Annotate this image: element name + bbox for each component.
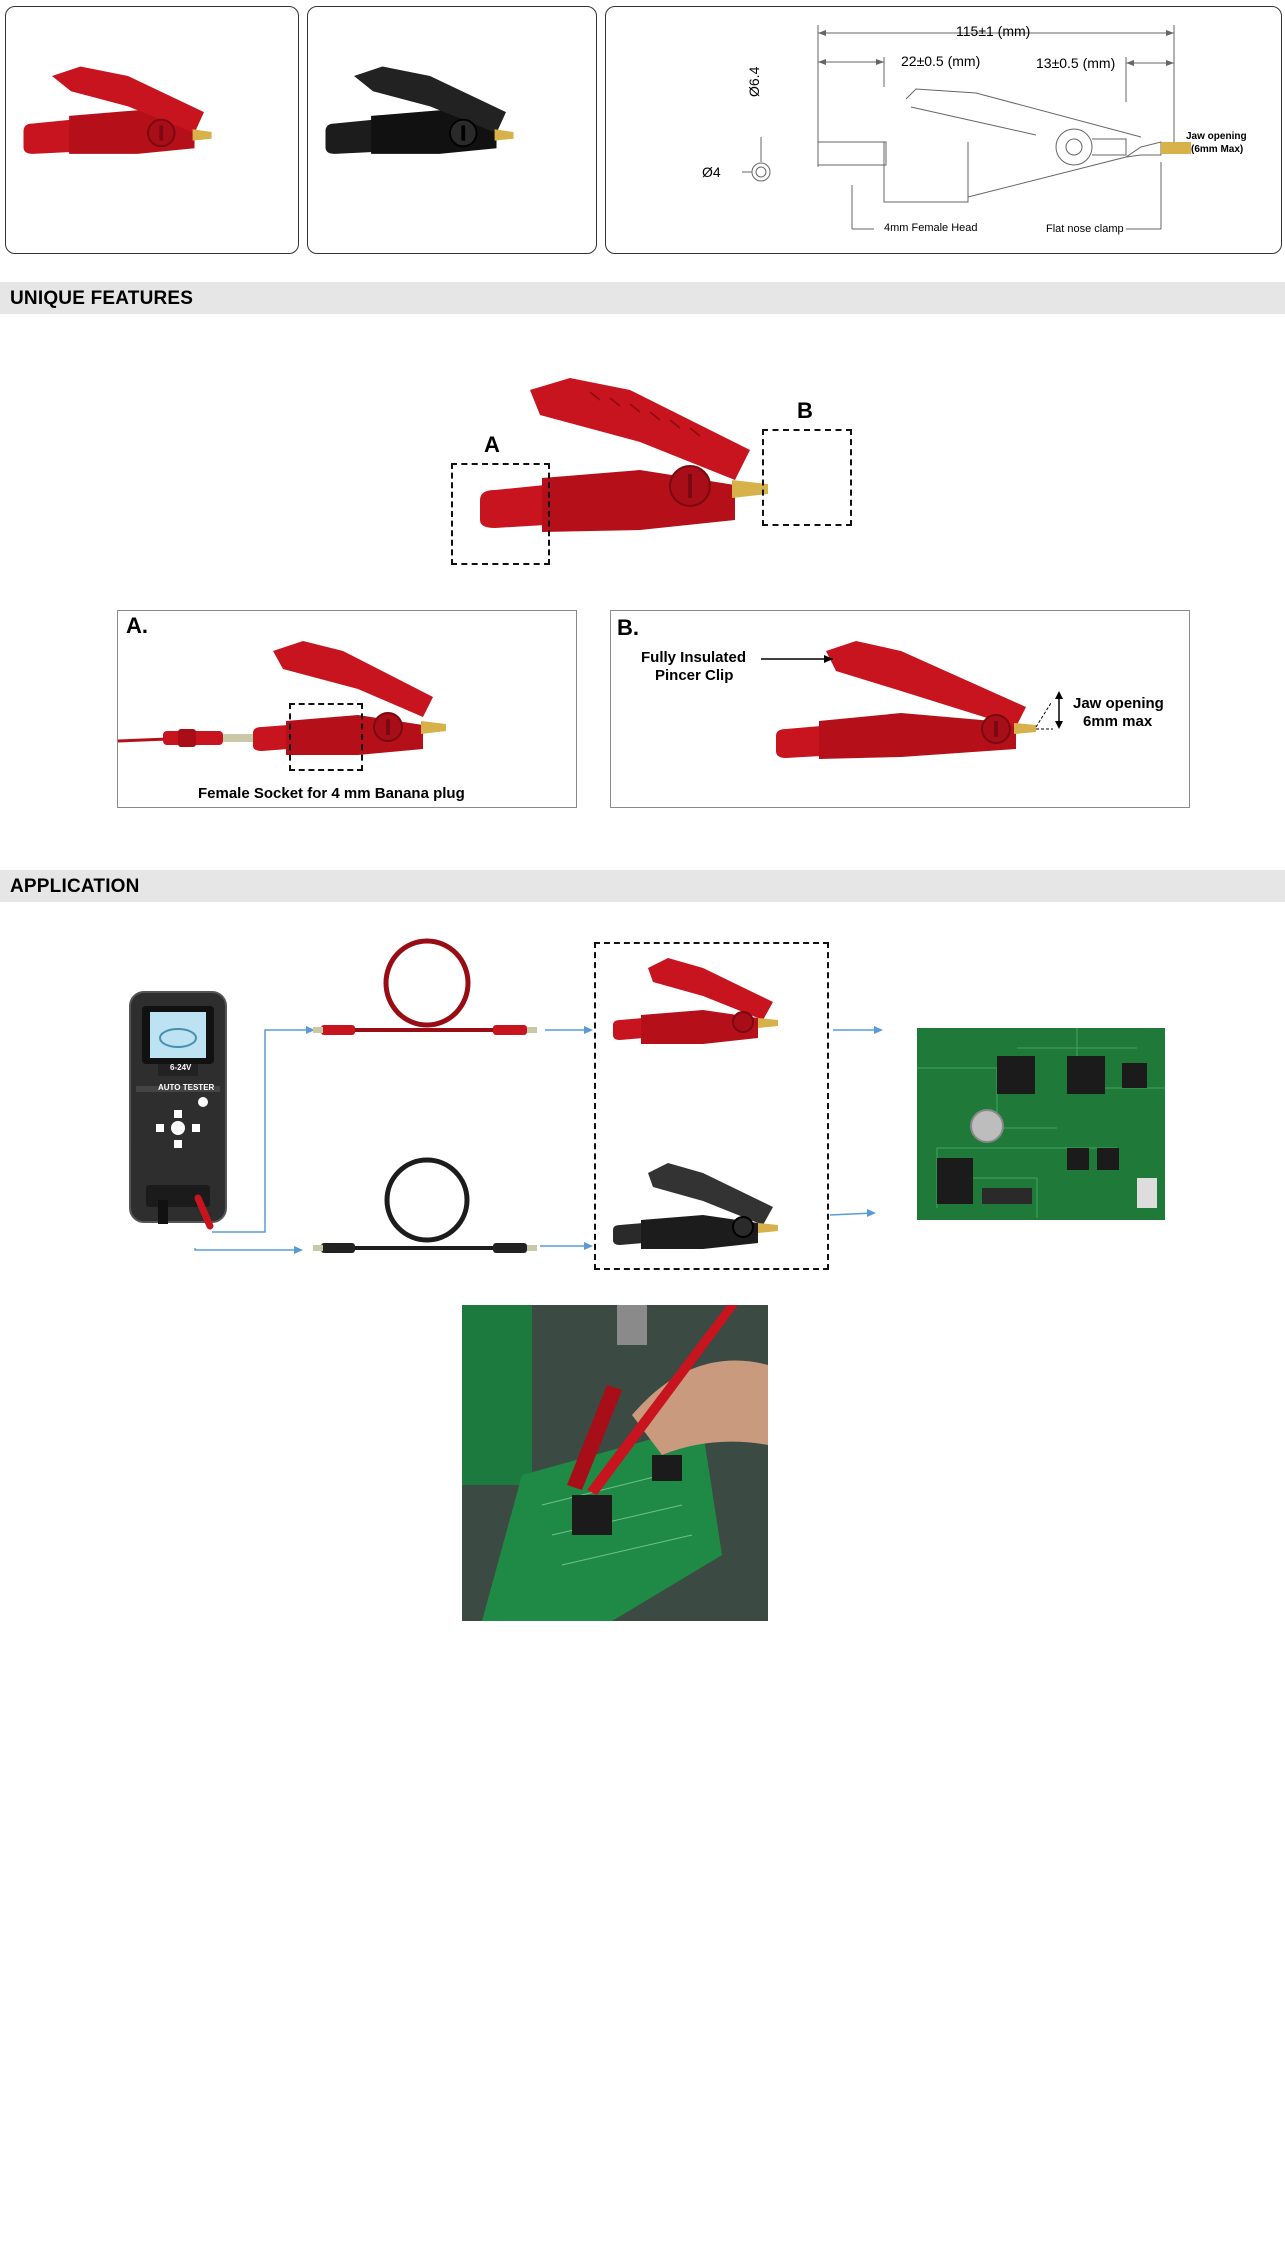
feature-main-clip bbox=[480, 378, 768, 532]
dim-jaw-opening-1: Jaw opening bbox=[1186, 131, 1247, 142]
feature-marker-a: A bbox=[484, 432, 500, 457]
feature-marker-b: B bbox=[797, 398, 813, 423]
dim-nose-section: 13±0.5 (mm) bbox=[1036, 55, 1116, 71]
panel-b-jaw-line1: Jaw opening bbox=[1073, 695, 1164, 712]
panel-b-jaw-line2: 6mm max bbox=[1083, 713, 1153, 730]
features-title: UNIQUE FEATURES bbox=[10, 288, 194, 309]
panel-a-socket-highlight bbox=[289, 703, 363, 771]
dim-overall: 115±1 (mm) bbox=[956, 23, 1031, 39]
panel-a-illustration bbox=[118, 641, 446, 755]
dimension-drawing-card: 115±1 (mm) 22±0.5 (mm) 13±0.5 (mm) Jaw o… bbox=[605, 6, 1282, 254]
tester-name-label: AUTO TESTER bbox=[158, 1083, 215, 1092]
dim-diameter-socket: Ø4 bbox=[702, 164, 721, 180]
dim-flat-nose: Flat nose clamp bbox=[1046, 223, 1124, 235]
feature-box-a bbox=[451, 463, 550, 565]
dim-female-section: 22±0.5 (mm) bbox=[901, 53, 981, 69]
panel-a-tag: A. bbox=[126, 613, 148, 638]
panel-a-caption: Female Socket for 4 mm Banana plug bbox=[198, 785, 465, 802]
tester-range-label: 6-24V bbox=[170, 1063, 192, 1072]
application-black-clip bbox=[613, 1163, 778, 1249]
dim-diameter-tip: Ø6.4 bbox=[746, 66, 762, 97]
application-title: APPLICATION bbox=[10, 876, 140, 897]
application-flow-arrows bbox=[194, 1026, 883, 1254]
dim-jaw-opening-2: (6mm Max) bbox=[1191, 144, 1244, 155]
features-section-bar: UNIQUE FEATURES bbox=[0, 282, 1285, 314]
panel-b-illustration bbox=[761, 641, 1063, 759]
application-section-bar: APPLICATION bbox=[0, 870, 1285, 902]
feature-box-b bbox=[762, 429, 852, 526]
pcb-board-image bbox=[917, 1028, 1165, 1220]
black-test-lead bbox=[313, 1157, 537, 1253]
red-clip-card bbox=[5, 6, 299, 254]
panel-b-note-line1: Fully Insulated bbox=[641, 649, 747, 666]
black-clip-image bbox=[325, 66, 514, 154]
feature-panel-b: B. Fully Insulated Pincer Clip Jaw openi… bbox=[610, 610, 1190, 808]
dimension-drawing bbox=[742, 25, 1191, 230]
application-photo bbox=[462, 1305, 768, 1621]
black-clip-card bbox=[307, 6, 597, 254]
auto-tester-device bbox=[129, 991, 227, 1230]
panel-b-note-line2: Pincer Clip bbox=[655, 667, 734, 684]
application-clips-box bbox=[594, 942, 829, 1270]
panel-b-tag: B. bbox=[617, 615, 639, 640]
application-red-clip bbox=[613, 958, 778, 1044]
feature-panel-a: A. Female Socket for 4 mm Banana plug bbox=[117, 610, 577, 808]
red-clip-image bbox=[23, 66, 212, 154]
dim-female-head: 4mm Female Head bbox=[884, 222, 978, 234]
red-test-lead bbox=[313, 938, 537, 1035]
